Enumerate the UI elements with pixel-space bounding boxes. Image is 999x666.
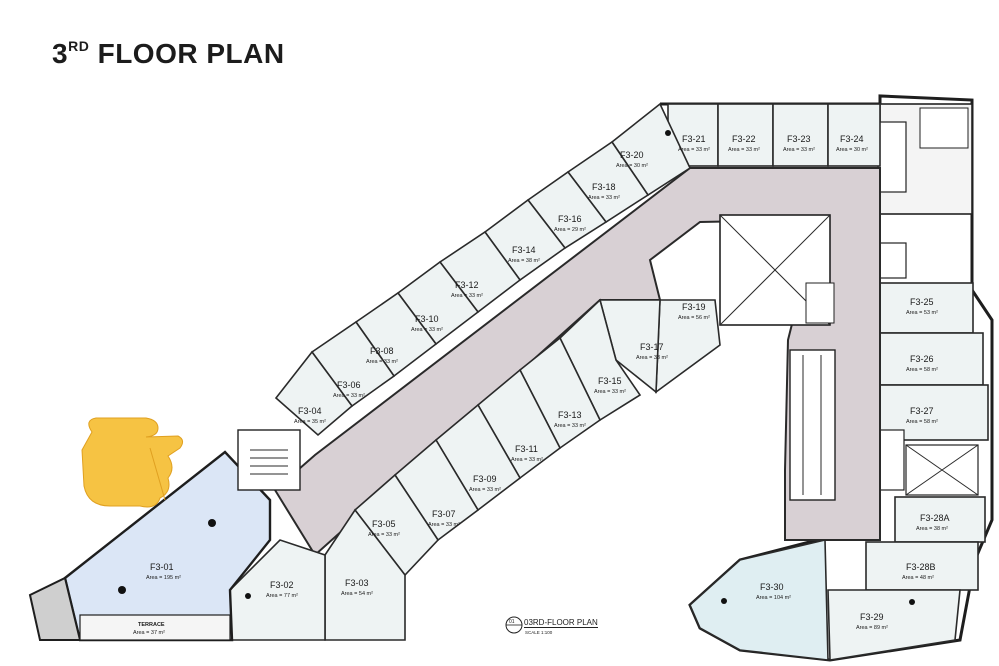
unit-name-f3-20: F3-20	[620, 150, 644, 160]
unit-area-f3-29: Area = 89 m²	[856, 625, 888, 631]
unit-area-f3-19: Area = 56 m²	[678, 315, 710, 321]
unit-area-f3-28a: Area = 38 m²	[916, 526, 948, 532]
unit-area-f3-06: Area = 33 m²	[333, 393, 365, 399]
escalator-treads	[802, 355, 822, 495]
unit-area-f3-05: Area = 33 m²	[368, 532, 400, 538]
unit-area-f3-25: Area = 53 m²	[906, 310, 938, 316]
unit-area-f3-30: Area = 104 m²	[756, 595, 791, 601]
svg-text:01: 01	[509, 619, 515, 625]
unit-area-f3-08: Area = 33 m²	[366, 359, 398, 365]
plan-caption-scale: SCALE 1:100	[525, 630, 553, 635]
unit-area-f3-23: Area = 33 m²	[783, 147, 815, 153]
unit-name-f3-11: F3-11	[515, 444, 538, 454]
unit-name-f3-14: F3-14	[512, 245, 536, 255]
stair-core-north	[877, 121, 907, 193]
unit-name-f3-27: F3-27	[910, 406, 934, 416]
unit-name-f3-30: F3-30	[760, 582, 784, 592]
unit-area-f3-20: Area = 30 m²	[616, 163, 648, 169]
unit-area-f3-17: Area = 33 m²	[636, 355, 668, 361]
unit-F3-26-shape	[872, 332, 984, 386]
unit-area-f3-07: Area = 33 m²	[428, 522, 460, 528]
unit-name-f3-15: F3-15	[598, 376, 622, 386]
unit-area-f3-18: Area = 33 m²	[588, 195, 620, 201]
unit-F3-22-shape	[717, 103, 774, 167]
unit-area-f3-02: Area = 77 m²	[266, 593, 298, 599]
unit-name-f3-09: F3-09	[473, 474, 497, 484]
unit-name-f3-21: F3-21	[682, 134, 706, 144]
unit-area-f3-03: Area = 54 m²	[341, 591, 373, 597]
unit-name-f3-19: F3-19	[682, 302, 706, 312]
unit-name-f3-28a: F3-28A	[920, 513, 950, 523]
unit-area-f3-26: Area = 58 m²	[906, 367, 938, 373]
escalator	[789, 349, 836, 501]
unit-name-f3-06: F3-06	[337, 380, 361, 390]
unit-F3-04-shape	[274, 350, 354, 437]
unit-name-f3-13: F3-13	[558, 410, 582, 420]
unit-F3-19-shape	[655, 299, 721, 394]
unit-area-f3-01: Area = 195 m²	[146, 575, 181, 581]
unit-F3-29-shape	[827, 589, 961, 661]
unit-name-f3-02: F3-02	[270, 580, 294, 590]
plan-caption-badge: 01	[505, 616, 523, 634]
unit-name-f3-08: F3-08	[370, 346, 394, 356]
terrace-area: Area = 37 m²	[133, 630, 165, 636]
toilet-block	[919, 107, 969, 149]
unit-F3-24-shape	[827, 103, 881, 167]
unit-name-f3-25: F3-25	[910, 297, 934, 307]
unit-area-f3-21: Area = 33 m²	[678, 147, 710, 153]
unit-name-f3-22: F3-22	[732, 134, 756, 144]
unit-area-f3-22: Area = 33 m²	[728, 147, 760, 153]
unit-area-f3-27: Area = 58 m²	[906, 419, 938, 425]
unit-name-f3-05: F3-05	[372, 519, 396, 529]
unit-name-f3-16: F3-16	[558, 214, 582, 224]
page-title: 3RD FLOOR PLAN	[52, 37, 285, 69]
terrace-strip	[79, 614, 231, 641]
unit-area-f3-28b: Area = 48 m²	[902, 575, 934, 581]
unit-name-f3-10: F3-10	[415, 314, 439, 324]
unit-name-f3-07: F3-07	[432, 509, 456, 519]
unit-name-f3-18: F3-18	[592, 182, 616, 192]
unit-area-f3-11: Area = 33 m²	[511, 457, 543, 463]
unit-area-f3-14: Area = 38 m²	[508, 258, 540, 264]
unit-name-f3-28b: F3-28B	[906, 562, 936, 572]
stair-core-west	[237, 429, 301, 491]
unit-area-f3-15: Area = 33 m²	[594, 389, 626, 395]
unit-name-f3-03: F3-03	[345, 578, 369, 588]
unit-area-f3-12: Area = 33 m²	[451, 293, 483, 299]
pointing-hand-icon	[81, 417, 184, 508]
unit-name-f3-01: F3-01	[150, 562, 174, 572]
unit-name-f3-23: F3-23	[787, 134, 811, 144]
unit-area-f3-09: Area = 33 m²	[469, 487, 501, 493]
unit-name-f3-12: F3-12	[455, 280, 479, 290]
unit-name-f3-26: F3-26	[910, 354, 934, 364]
unit-name-f3-04: F3-04	[298, 406, 322, 416]
unit-name-f3-24: F3-24	[840, 134, 864, 144]
unit-area-f3-04: Area = 35 m²	[294, 419, 326, 425]
lift-pair	[805, 282, 835, 324]
unit-area-f3-13: Area = 33 m²	[554, 423, 586, 429]
unit-area-f3-10: Area = 33 m²	[411, 327, 443, 333]
unit-area-f3-16: Area = 29 m²	[554, 227, 586, 233]
unit-name-f3-29: F3-29	[860, 612, 884, 622]
plan-caption-label: 03RD-FLOOR PLAN	[524, 618, 598, 628]
unit-name-f3-17: F3-17	[640, 342, 664, 352]
terrace-label: TERRACE	[138, 622, 165, 628]
stair-treads	[250, 449, 288, 475]
unit-F3-25-shape	[872, 282, 974, 334]
unit-area-f3-24: Area = 30 m²	[836, 147, 868, 153]
